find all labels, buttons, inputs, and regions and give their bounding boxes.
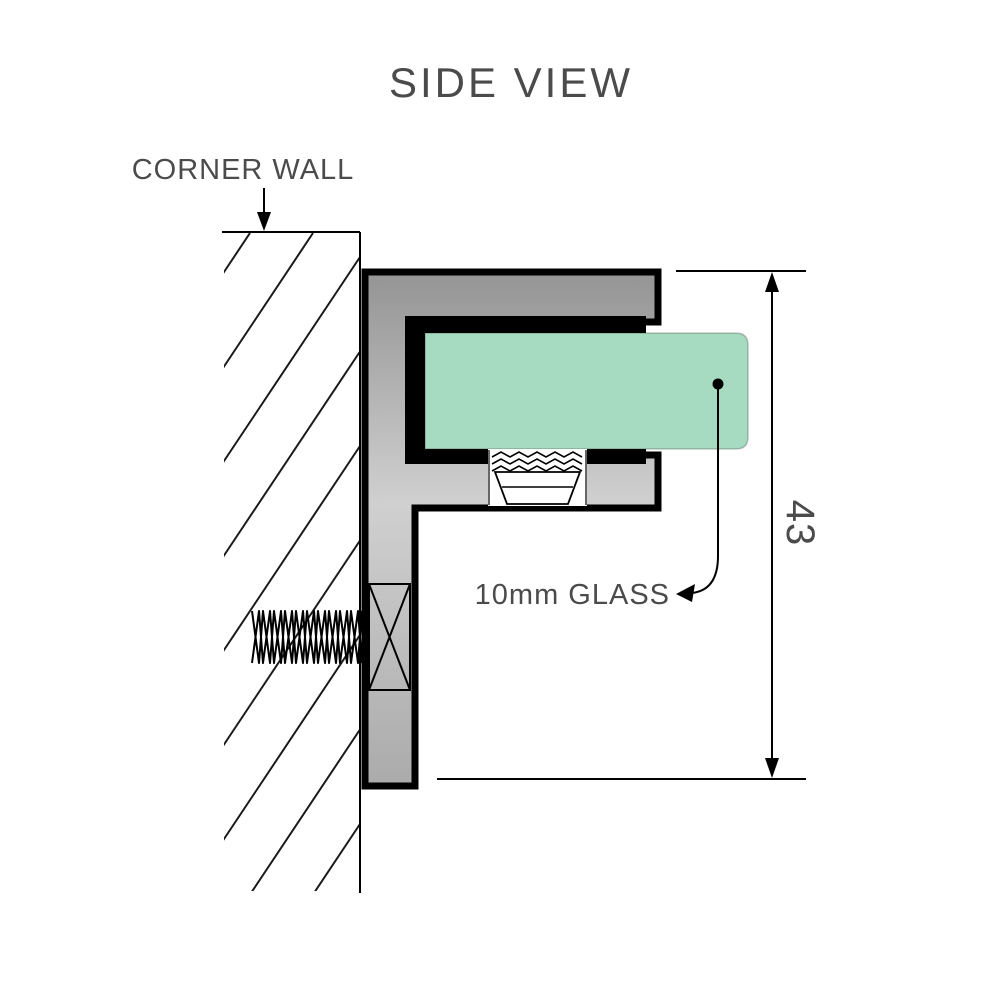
channel-gasket: [405, 316, 646, 464]
dimension-arrow-up-icon: [765, 272, 779, 292]
corner-wall-label: CORNER WALL: [132, 154, 355, 186]
glass-label: 10mm GLASS: [475, 579, 670, 611]
dimension-43: 43: [437, 270, 822, 780]
wall-line: [222, 231, 361, 893]
glass-panel: [424, 332, 749, 450]
wall-hatching: [224, 233, 360, 891]
diagram-title: SIDE VIEW: [389, 59, 633, 106]
bracket-profile: [361, 268, 662, 790]
dimension-arrow-down-icon: [765, 758, 779, 778]
dimension-label: 43: [778, 500, 822, 547]
screw-head: [368, 583, 411, 691]
glass-leader-arrow-icon: [676, 584, 695, 602]
adjustment-screw: [488, 449, 587, 506]
glass-leader-dot: [712, 378, 724, 390]
corner-wall-arrow-icon: [257, 188, 271, 231]
wall-screw: [251, 583, 411, 691]
glass-leader-line: [676, 378, 724, 602]
